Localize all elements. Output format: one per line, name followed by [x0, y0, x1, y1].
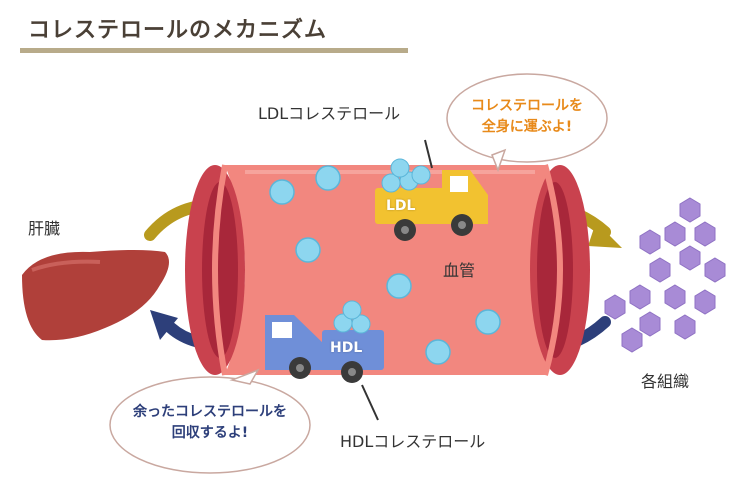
hdl-cholesterol-label: HDLコレステロール [340, 432, 486, 451]
hdl-bubble-line-1: 余ったコレステロールを [133, 404, 287, 420]
cholesterol-particles [269, 165, 501, 365]
arrow-head-icon [150, 310, 178, 340]
tissues-label: 各組織 [641, 372, 690, 391]
hdl-speech-bubble [109, 368, 311, 474]
tissue-cluster [604, 197, 726, 353]
hdl-truck-tag: HDL [330, 340, 363, 356]
hdl-truck [265, 300, 384, 421]
hdl-bubble-text: 余ったコレステロールを 回収するよ! [123, 402, 297, 444]
ldl-speech-bubble [446, 73, 608, 173]
ldl-truck-tag: LDL [386, 198, 416, 214]
page-title: コレステロールのメカニズム [28, 18, 328, 43]
liver-label: 肝臓 [28, 219, 61, 238]
arrow-head-icon [588, 222, 622, 248]
vessel-label: 血管 [443, 261, 476, 280]
title-underline [20, 48, 408, 53]
ldl-bubble-line-1: コレステロールを [471, 98, 583, 114]
hdl-bubble-line-2: 回収するよ! [171, 425, 249, 441]
ldl-bubble-text: コレステロールを 全身に運ぶよ! [462, 96, 592, 138]
ldl-cholesterol-label: LDLコレステロール [258, 104, 401, 123]
ldl-truck [375, 139, 488, 241]
liver-illustration [22, 250, 169, 341]
ldl-bubble-line-2: 全身に運ぶよ! [481, 119, 573, 135]
